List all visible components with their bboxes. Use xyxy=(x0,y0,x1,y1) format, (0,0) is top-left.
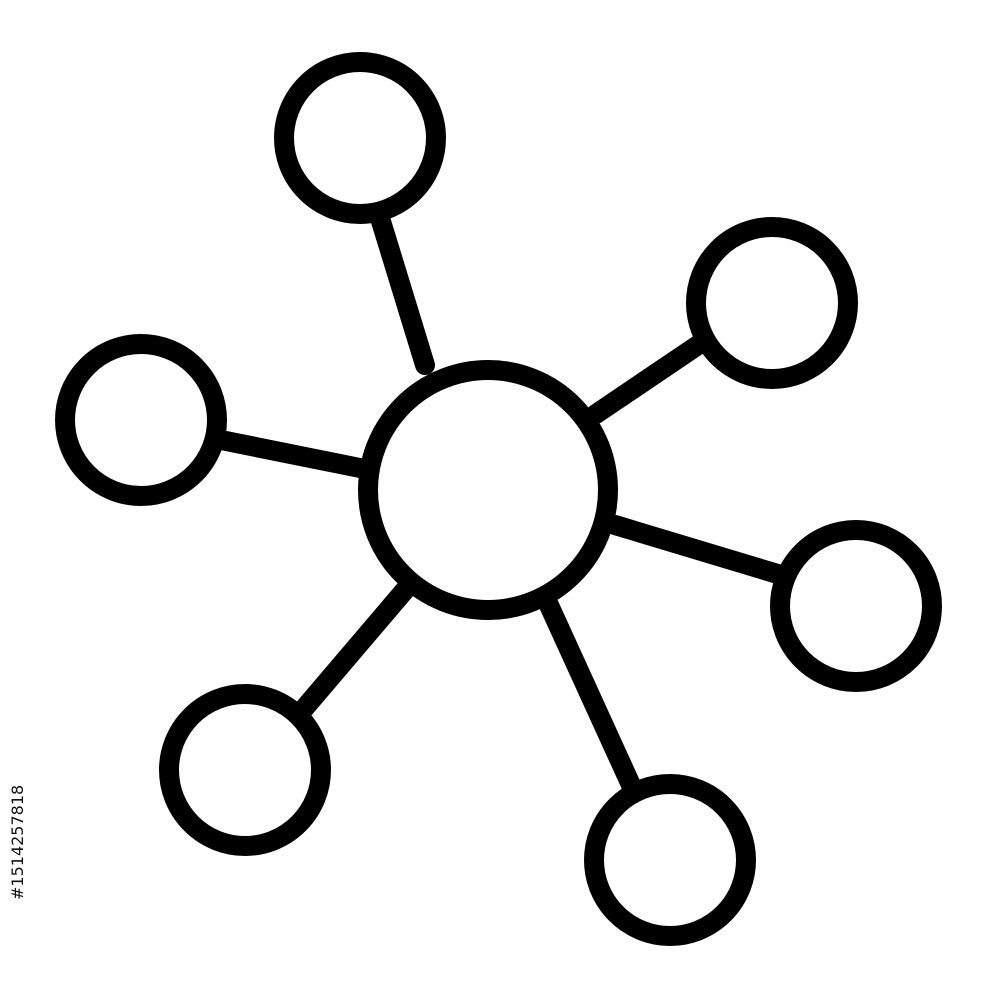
node-upper-right xyxy=(686,217,858,389)
node-right xyxy=(770,520,942,692)
node-top xyxy=(274,52,446,224)
node-left xyxy=(55,334,227,506)
connector-right xyxy=(605,515,791,585)
connector-upper-right xyxy=(586,333,711,424)
connector-top xyxy=(370,208,435,375)
hub-node xyxy=(358,360,618,620)
node-lower-left xyxy=(159,684,331,856)
connector-lower-left xyxy=(292,580,415,721)
node-bottom xyxy=(584,774,756,946)
connector-left xyxy=(211,430,370,478)
stock-id-watermark: #1514257818 xyxy=(8,784,27,900)
connector-bottom xyxy=(538,593,641,795)
